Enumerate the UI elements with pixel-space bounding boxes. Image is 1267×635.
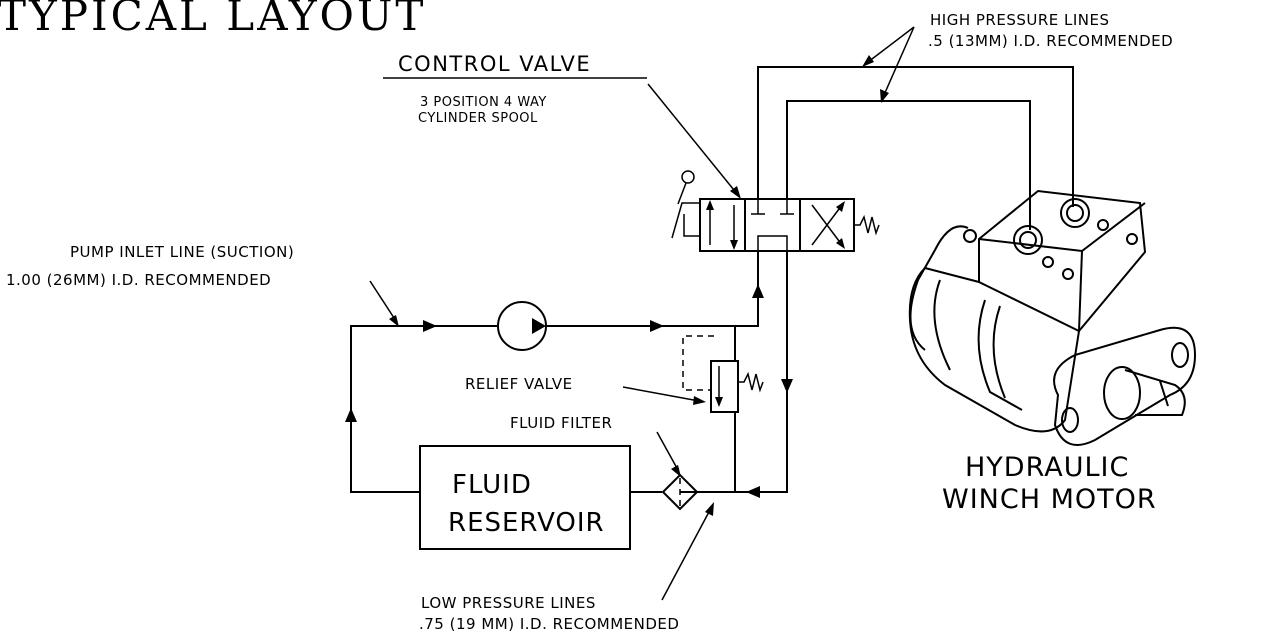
fluid-filter-leader: [656, 431, 679, 471]
fluid-filter-leader-arrow: [671, 465, 681, 477]
suction-line: [350, 325, 497, 493]
winch-motor-illustration: [908, 189, 1197, 446]
relief-valve-label: RELIEF VALVE: [465, 375, 573, 393]
suction-flow-arrow-right: [423, 320, 437, 332]
high-pressure-line-inner: [786, 100, 1031, 230]
suction-flow-arrow-up: [345, 408, 357, 422]
fluid-reservoir: [419, 445, 631, 550]
reservoir-label-1: FLUID: [452, 470, 532, 500]
control-valve-leader-arrow: [730, 186, 741, 199]
reservoir-label-2: RESERVOIR: [448, 508, 605, 538]
hp-leader-2: [883, 26, 915, 96]
low-pressure-line2: .75 (19 MM) I.D. RECOMMENDED: [419, 615, 679, 633]
pump-inlet-leader: [369, 280, 397, 322]
control-valve-symbol: [671, 170, 880, 252]
control-valve-leader: [647, 83, 739, 196]
control-valve-line1: 3 POSITION 4 WAY: [420, 95, 547, 110]
relief-valve-leader-arrow: [693, 396, 706, 405]
motor-label-1: HYDRAULIC: [965, 452, 1129, 483]
pressure-supply-line: [546, 251, 759, 327]
fluid-filter-label: FLUID FILTER: [510, 414, 612, 432]
high-pressure-line-outer: [757, 66, 1074, 207]
hp-leader-1: [867, 26, 915, 63]
low-pressure-leader-arrow: [705, 502, 714, 516]
pump-inlet-line2: 1.00 (26MM) I.D. RECOMMENDED: [6, 271, 271, 289]
pressure-flow-arrow-right: [650, 320, 664, 332]
relief-valve-leader: [622, 386, 700, 402]
low-pressure-leader: [661, 509, 711, 601]
pump-inlet-line1: PUMP INLET LINE (SUCTION): [70, 243, 294, 261]
pump-symbol: [497, 301, 547, 351]
hp-leader-2-arrow: [880, 89, 889, 103]
hp-leader-1-arrow: [862, 55, 874, 67]
pressure-flow-arrow-up: [752, 284, 764, 298]
low-pressure-line1: LOW PRESSURE LINES: [421, 594, 596, 612]
pump-inlet-leader-arrow: [389, 315, 399, 327]
diagram-title: TYPICAL LAYOUT: [0, 0, 426, 40]
return-flow-arrow-left: [746, 486, 760, 498]
fluid-filter-symbol: [630, 473, 735, 511]
relief-valve-symbol: [682, 326, 764, 492]
motor-label-2: WINCH MOTOR: [942, 484, 1157, 515]
control-valve-title: CONTROL VALVE: [398, 52, 591, 76]
return-flow-arrow-down: [781, 379, 793, 393]
return-line: [680, 251, 788, 493]
high-pressure-line2: .5 (13MM) I.D. RECOMMENDED: [928, 32, 1173, 50]
control-valve-line2: CYLINDER SPOOL: [418, 111, 538, 126]
high-pressure-line1: HIGH PRESSURE LINES: [930, 11, 1110, 29]
